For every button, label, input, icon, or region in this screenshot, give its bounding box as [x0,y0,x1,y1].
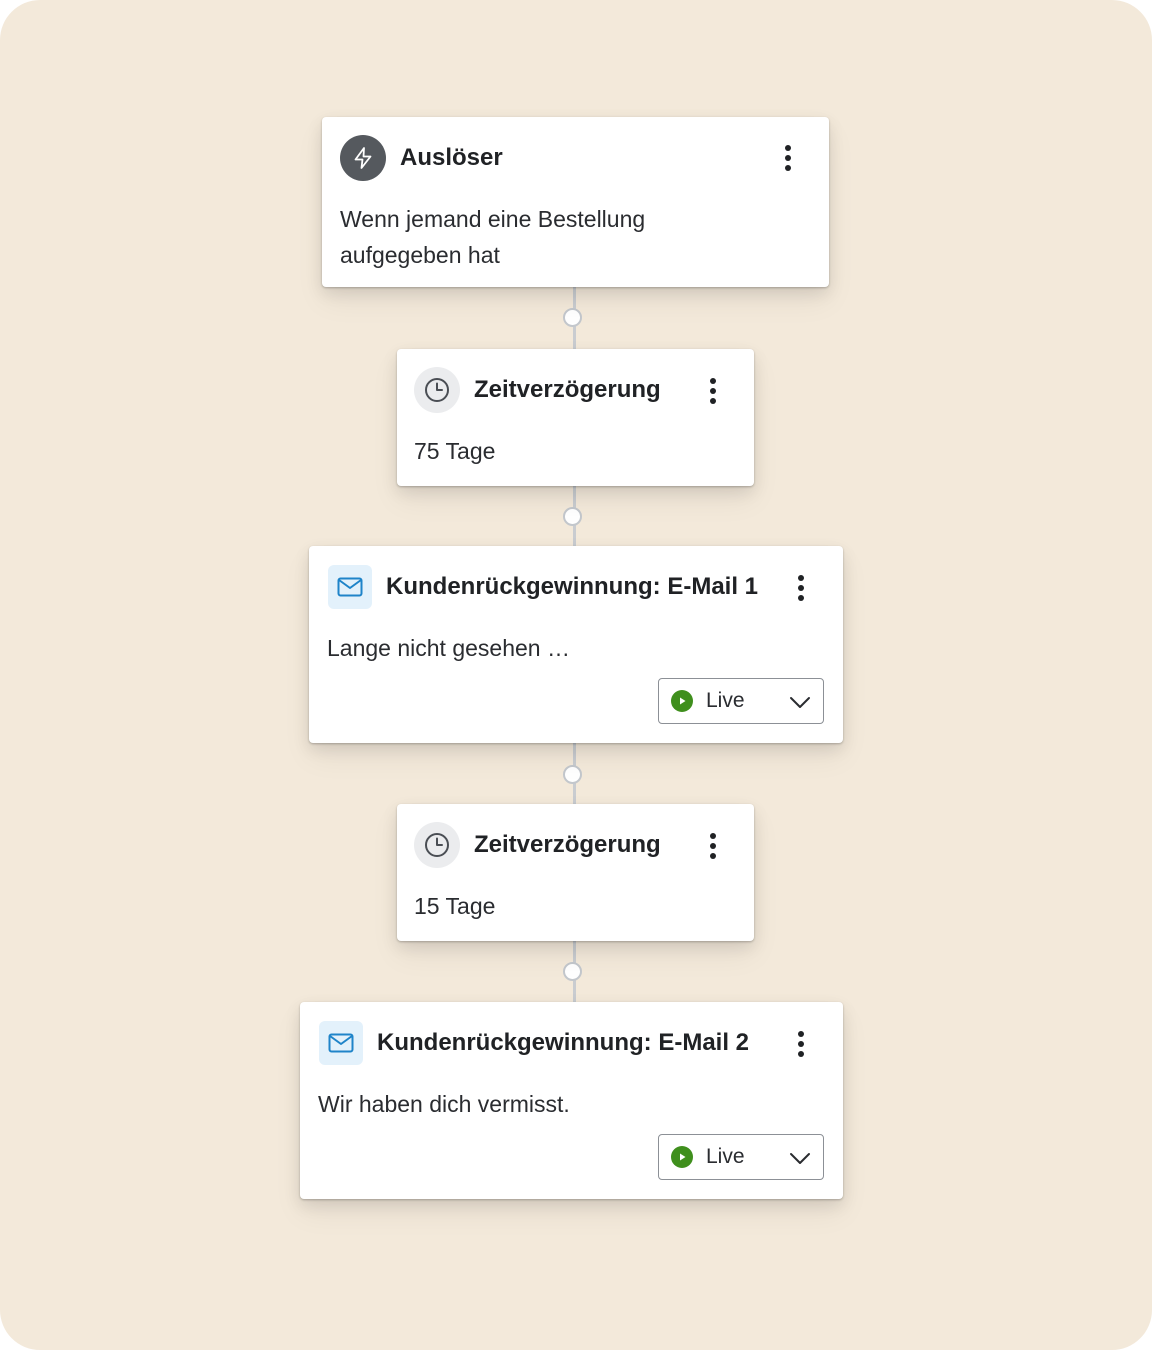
status-dropdown[interactable]: Live [658,678,824,724]
status-label: Live [706,689,745,712]
delay-title: Zeitverzögerung [474,831,661,858]
play-icon [671,1146,693,1168]
lightning-icon [340,135,386,181]
add-step-node[interactable] [563,765,582,784]
clock-icon [414,822,460,868]
more-options-icon[interactable] [701,828,725,864]
envelope-icon [319,1021,363,1065]
play-icon [671,690,693,712]
chevron-down-icon [790,1153,810,1164]
email-preview-text: Lange nicht gesehen … [327,635,570,661]
delay-duration: 75 Tage [414,438,496,464]
clock-icon [414,367,460,413]
add-step-node[interactable] [563,308,582,327]
email-preview-text: Wir haben dich vermisst. [318,1091,570,1117]
more-options-icon[interactable] [789,570,813,606]
add-step-node[interactable] [563,507,582,526]
more-options-icon[interactable] [789,1026,813,1062]
more-options-icon[interactable] [701,373,725,409]
delay-card[interactable]: Zeitverzögerung 75 Tage [397,349,754,486]
status-label: Live [706,1145,745,1168]
delay-card[interactable]: Zeitverzögerung 15 Tage [397,804,754,941]
status-dropdown[interactable]: Live [658,1134,824,1180]
email-card[interactable]: Kundenrückgewinnung: E-Mail 2 Wir haben … [300,1002,843,1199]
chevron-down-icon [790,697,810,708]
more-options-icon[interactable] [776,140,800,176]
trigger-description: Wenn jemand eine Bestellung aufgegeben h… [340,206,646,268]
add-step-node[interactable] [563,962,582,981]
delay-title: Zeitverzögerung [474,376,661,403]
email-card[interactable]: Kundenrückgewinnung: E-Mail 1 Lange nich… [309,546,843,743]
email-title: Kundenrückgewinnung: E-Mail 1 [386,573,759,600]
delay-duration: 15 Tage [414,893,496,919]
envelope-icon [328,565,372,609]
trigger-title: Auslöser [400,144,503,171]
email-title: Kundenrückgewinnung: E-Mail 2 [377,1029,750,1056]
trigger-card[interactable]: Auslöser Wenn jemand eine Bestellung auf… [322,117,829,287]
